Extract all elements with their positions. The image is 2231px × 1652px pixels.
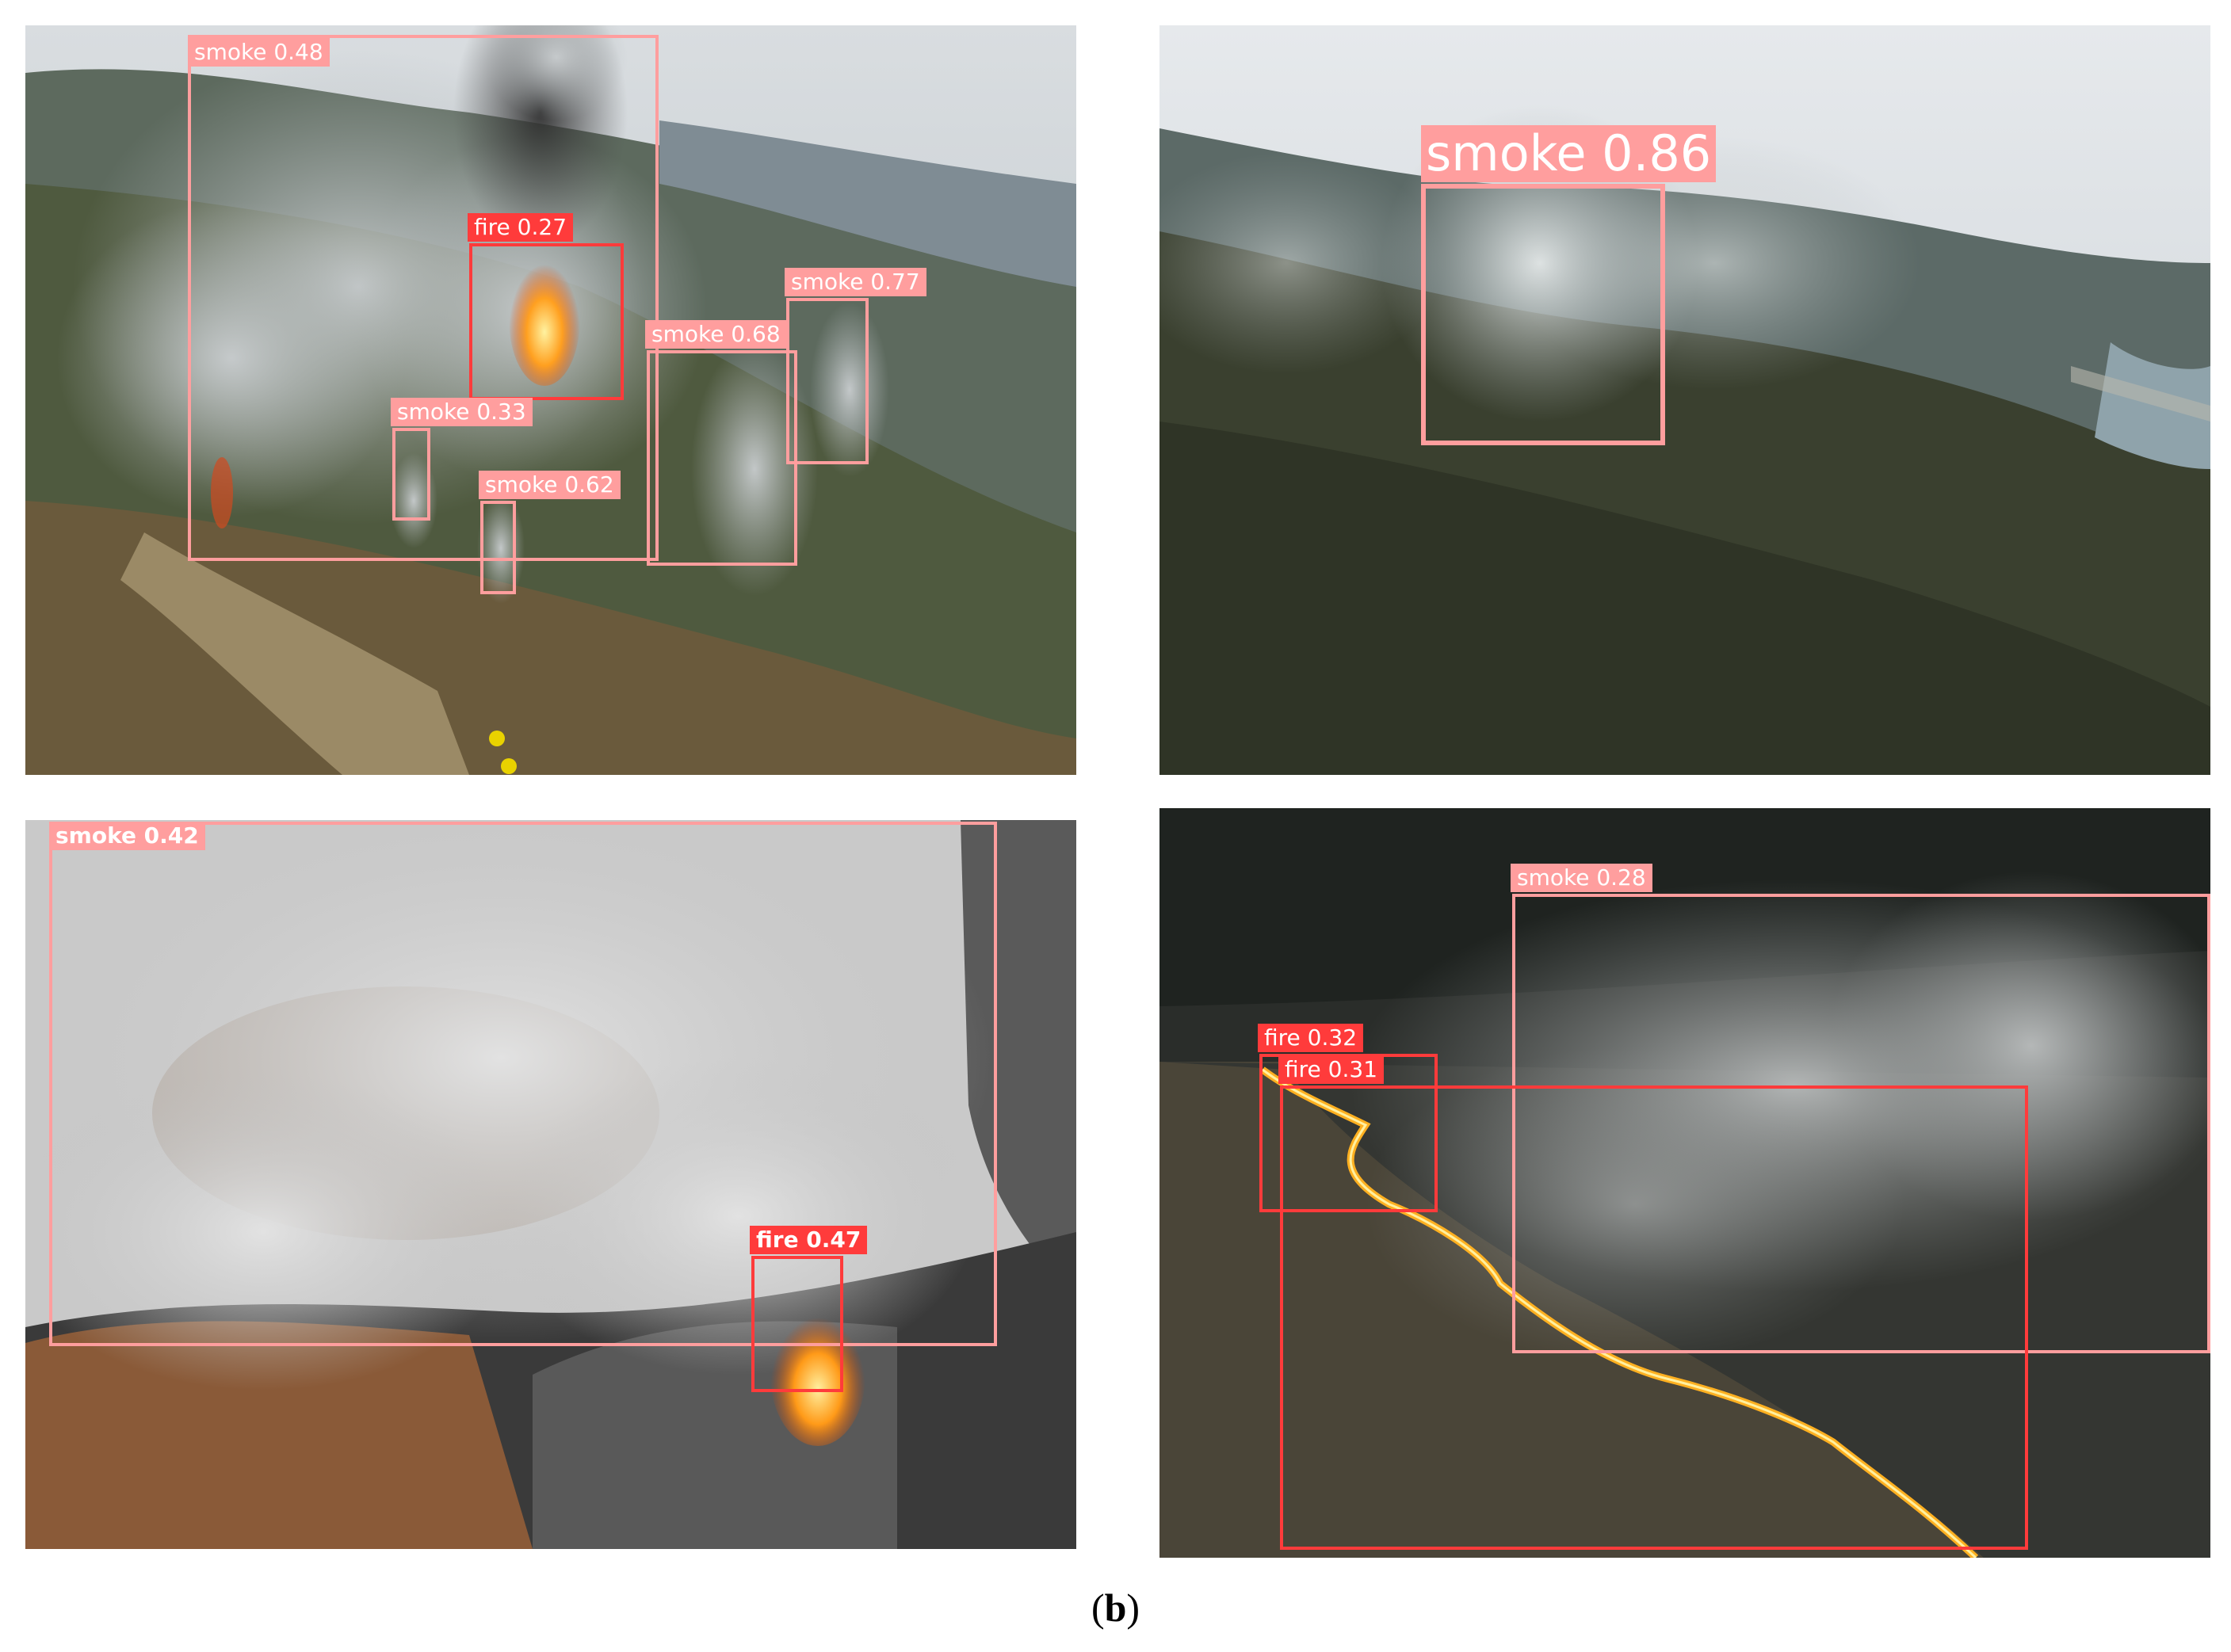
smoke-detection-box: smoke 0.68 — [645, 320, 797, 566]
detection-label: smoke 0.48 — [188, 38, 330, 67]
grassland-fire-line-photo — [1159, 808, 2210, 1558]
detection-label: fire 0.32 — [1258, 1024, 1364, 1052]
fire-detection-box: fire 0.47 — [750, 1226, 868, 1392]
photo-panel-bottom-right: smoke 0.28 fire 0.32 fire 0.31 — [1159, 808, 2210, 1558]
leaf-pile-smoke-photo — [25, 820, 1076, 1549]
smoke-detection-box: smoke 0.48 — [188, 35, 659, 561]
detection-label: smoke 0.68 — [645, 320, 787, 349]
photo-panel-top-right: smoke 0.86 — [1159, 25, 2210, 775]
detection-label: smoke 0.28 — [1511, 864, 1652, 892]
detection-label: smoke 0.42 — [49, 822, 205, 850]
smoke-detection-box: smoke 0.42 — [49, 822, 997, 1346]
photo-panel-top-left: smoke 0.48 fire 0.27 smoke 0.33 smoke 0.… — [25, 25, 1076, 775]
detection-label: smoke 0.33 — [391, 398, 533, 426]
smoke-detection-box: smoke 0.33 — [391, 398, 533, 521]
detection-label: smoke 0.86 — [1421, 125, 1717, 182]
smoke-detection-box: smoke 0.62 — [479, 471, 621, 594]
detection-label: smoke 0.77 — [785, 268, 926, 296]
smoke-detection-box: smoke 0.77 — [785, 268, 926, 464]
mountain-smoke-aerial-photo — [1159, 25, 2210, 775]
fire-detection-box: fire 0.27 — [468, 213, 624, 400]
smoke-detection-box: smoke 0.28 — [1511, 864, 2210, 1353]
photo-panel-bottom-left: smoke 0.42 fire 0.47 — [25, 820, 1076, 1549]
figure-caption: (b) — [0, 1585, 2231, 1631]
smoke-detection-box: smoke 0.86 — [1421, 125, 1717, 445]
detection-label: fire 0.27 — [468, 213, 574, 242]
detection-label: fire 0.47 — [750, 1226, 868, 1254]
detection-label: smoke 0.62 — [479, 471, 621, 499]
detection-label: fire 0.31 — [1278, 1055, 1385, 1084]
caption-letter: b — [1104, 1585, 1127, 1630]
caption-open-paren: ( — [1091, 1585, 1105, 1630]
caption-close-paren: ) — [1126, 1585, 1140, 1630]
fire-detection-box: fire 0.31 — [1278, 1055, 2028, 1550]
